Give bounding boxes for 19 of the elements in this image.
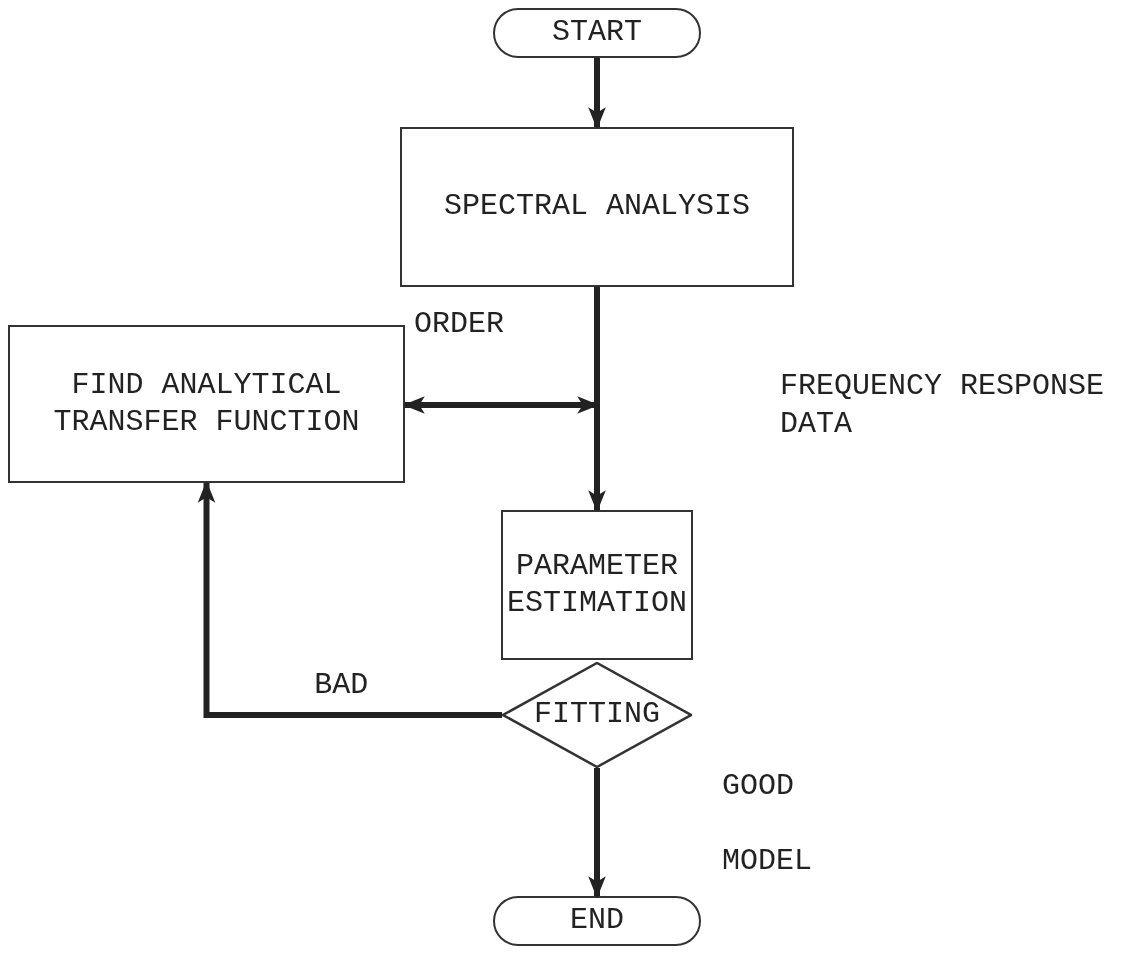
node-label: START: [552, 14, 642, 52]
node-label: END: [570, 902, 624, 940]
annotation-label: MODEL: [722, 843, 812, 880]
annotation-label: ORDER: [414, 306, 504, 343]
decision-diamond: [502, 662, 692, 768]
node-label: SPECTRAL ANALYSIS: [443, 188, 751, 226]
node-label: FIND ANALYTICAL TRANSFER FUNCTION: [52, 366, 361, 441]
decision-label: FITTING: [534, 696, 660, 734]
terminal-pill: [493, 8, 701, 58]
annotation-label: FREQUENCY RESPONSE DATA: [780, 368, 1106, 443]
arrow: [588, 287, 606, 513]
process-box: [501, 510, 693, 660]
process-box: [8, 325, 405, 483]
annotation-label: GOOD: [722, 768, 794, 805]
process-box: [400, 127, 794, 287]
arrow: [588, 768, 606, 899]
terminal-pill: [493, 896, 701, 946]
node-label: PARAMETER ESTIMATION: [506, 547, 688, 622]
arrow: [588, 58, 606, 130]
